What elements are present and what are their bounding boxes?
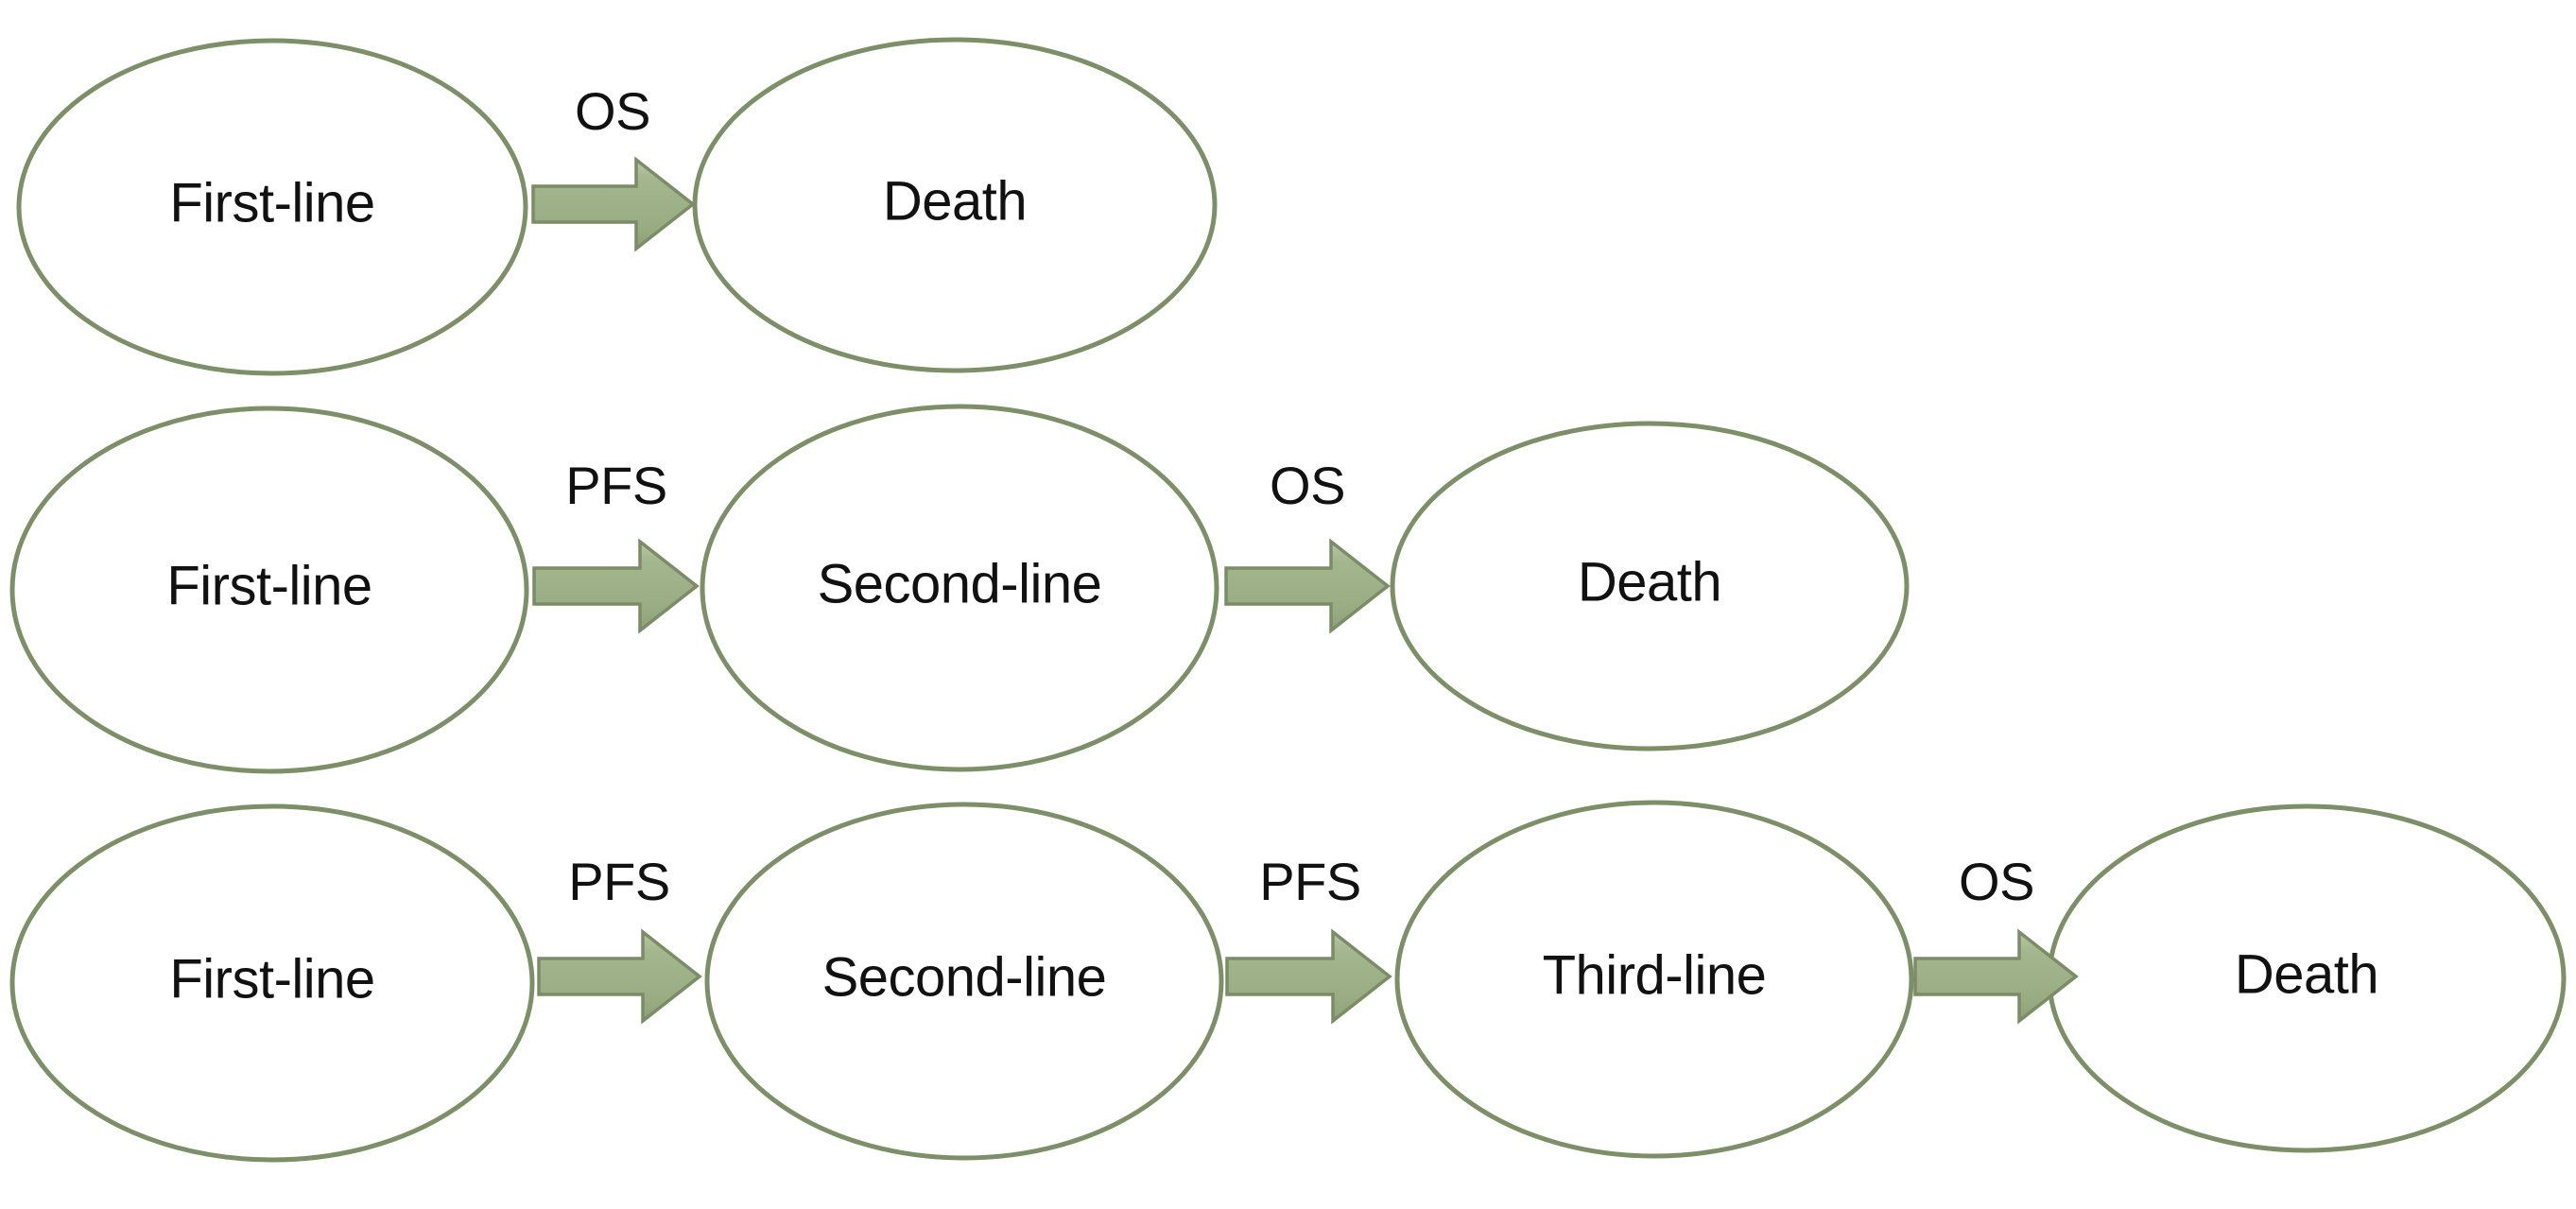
edge-label: OS <box>575 81 650 141</box>
node-first-line[interactable] <box>9 803 535 1163</box>
node-label: Death <box>2235 943 2378 1005</box>
transition-arrow-pfs <box>532 538 700 634</box>
node-first-line[interactable] <box>16 38 528 376</box>
node-ellipse[interactable] <box>16 38 528 376</box>
node-third-line[interactable] <box>1394 800 1914 1159</box>
edges-layer <box>531 156 2079 1025</box>
arrow-icon <box>1913 928 2079 1025</box>
edge-label: PFS <box>568 852 669 911</box>
transition-arrow-pfs <box>537 928 702 1025</box>
node-ellipse[interactable] <box>9 406 529 774</box>
node-death[interactable] <box>1390 421 1910 751</box>
node-label: Death <box>1578 551 1721 613</box>
node-label: First-line <box>169 172 374 233</box>
node-ellipse[interactable] <box>9 803 535 1163</box>
nodes-layer <box>9 37 2567 1163</box>
arrow-icon <box>531 156 696 252</box>
arrow-icon <box>1224 538 1391 634</box>
node-ellipse[interactable] <box>692 37 1218 373</box>
node-second-line[interactable] <box>704 802 1224 1161</box>
transition-arrow-pfs <box>1225 928 1392 1025</box>
node-label: Second-line <box>822 946 1107 1008</box>
node-ellipse[interactable] <box>1394 800 1914 1159</box>
node-second-line[interactable] <box>700 404 1219 772</box>
node-label: First-line <box>169 948 374 1010</box>
transition-arrow-os <box>531 156 696 252</box>
transition-arrow-os <box>1224 538 1391 634</box>
node-death[interactable] <box>692 37 1218 373</box>
edge-label: PFS <box>565 456 666 515</box>
edge-label: OS <box>1270 456 1345 515</box>
edge-label: PFS <box>1259 852 1360 911</box>
node-ellipse[interactable] <box>704 802 1224 1161</box>
node-first-line[interactable] <box>9 406 529 774</box>
arrow-icon <box>532 538 700 634</box>
transition-arrow-os <box>1913 928 2079 1025</box>
node-label: Second-line <box>818 553 1102 614</box>
node-ellipse[interactable] <box>1390 421 1910 751</box>
node-ellipse[interactable] <box>700 404 1219 772</box>
node-label: Death <box>883 170 1027 232</box>
arrow-icon <box>1225 928 1392 1025</box>
edge-label: OS <box>1959 852 2034 911</box>
arrow-icon <box>537 928 702 1025</box>
node-label: First-line <box>166 555 372 616</box>
node-label: Third-line <box>1543 944 1767 1006</box>
